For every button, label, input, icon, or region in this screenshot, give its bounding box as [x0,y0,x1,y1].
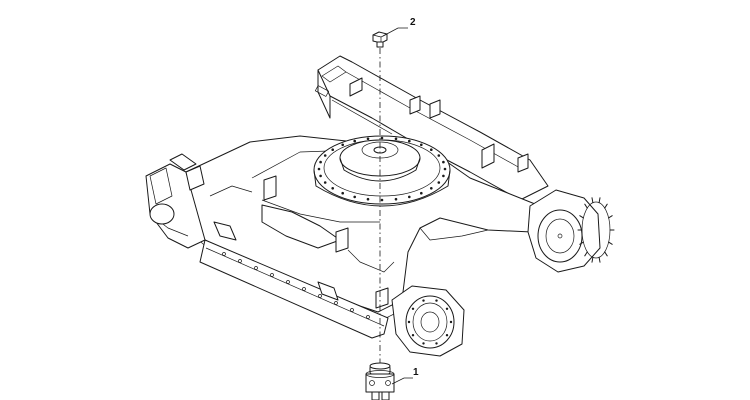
sprocket-teeth [577,197,615,263]
bolt-hole [380,198,384,202]
ring-bolt-holes [317,136,447,202]
bolt-hole [366,197,370,201]
bolt-hole [394,197,398,201]
bolt-hole [319,160,322,164]
swing-bearing-ring [313,135,451,207]
left-track-frame-arm [145,153,206,249]
sprocket-tooth [591,197,594,204]
bolt-hole [435,299,438,302]
callout-2-label: 2 [410,17,416,28]
bolt-hole [407,320,411,324]
swivel-joint-part-1[interactable] [365,362,395,400]
callout-1: 1 [391,367,419,385]
beam-bolt-holes [222,252,370,319]
bolt-hole [443,167,447,171]
sprocket-tooth [584,203,588,209]
sprocket-tooth [584,251,588,257]
sprocket-tooth [608,215,613,219]
bolt-hole [411,334,415,337]
sprocket-tooth [579,241,584,245]
bolt-hole [331,187,335,190]
bolt-hole [341,143,345,147]
bolt-hole [408,195,411,199]
bolt-hole [331,148,335,151]
bolt-hole [341,191,345,195]
bolt-hole [449,320,453,324]
hub-bolt-holes [407,299,453,345]
bolt-hole [408,139,411,143]
bolt-hole [380,136,384,140]
bolt-hole [394,137,398,141]
sprocket-tooth [604,251,608,257]
bolt-hole [442,160,445,164]
sprocket-tooth [591,256,594,263]
bolt-hole [319,174,322,178]
sprocket-tooth [598,197,601,204]
bolt-hole [430,187,433,190]
bolt-hole [411,307,415,310]
bolt-hole [353,195,357,199]
sprocket-tooth [608,241,613,245]
bolt-hole [442,174,445,178]
bolt-hole [420,143,423,147]
bolt-hole [437,181,441,184]
bolt-hole [445,307,449,310]
sprocket-tooth [598,256,601,263]
bolt-hole [435,342,438,345]
bolt-part-2[interactable] [372,31,388,48]
bolt-hole [445,334,449,337]
side-beam [199,175,389,339]
bolt-hole [420,191,423,195]
center-hub-housing [391,285,465,357]
bolt-hole [317,167,321,171]
bolt-hole [353,139,357,143]
bolt-hole [437,154,441,157]
bolt-hole [422,342,425,345]
callout-2: 2 [382,17,416,37]
sprocket-tooth [579,215,584,219]
bolt-hole [430,148,433,151]
bolt-hole [366,137,370,141]
sprocket-tooth [604,203,608,209]
bolt-hole [422,299,425,302]
bolt-hole [323,154,327,157]
callout-1-label: 1 [413,367,419,378]
final-drive-sprocket [527,189,615,273]
bolt-hole [323,181,327,184]
upper-track-frame-arm [314,55,549,201]
